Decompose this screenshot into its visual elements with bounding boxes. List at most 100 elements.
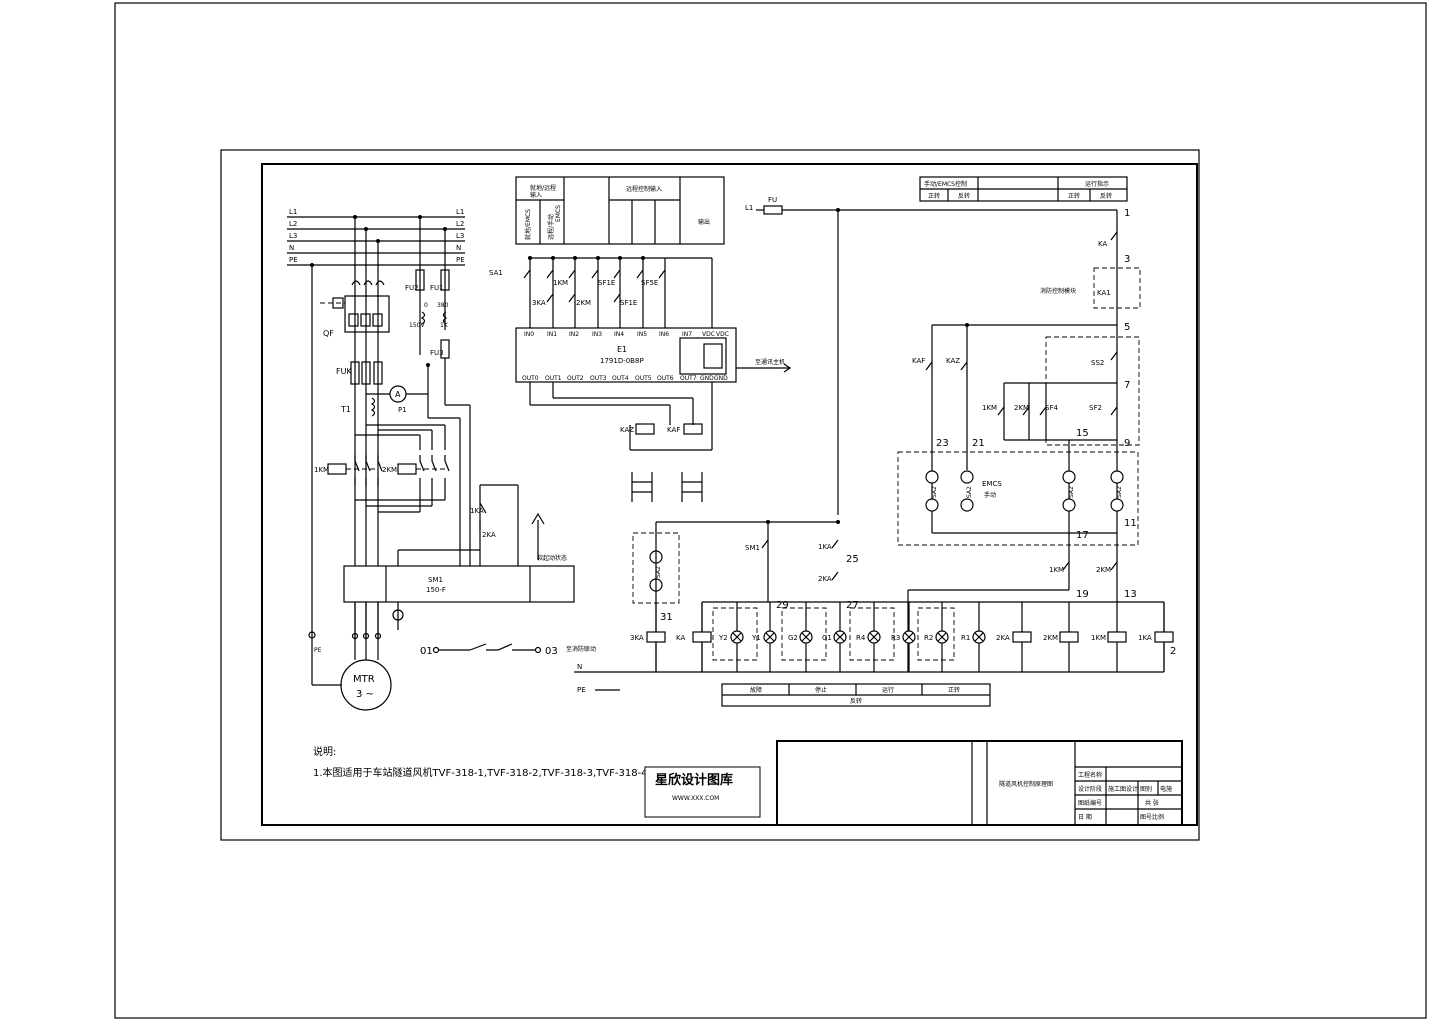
node-label: 29 — [776, 600, 789, 611]
km2-coil — [397, 463, 417, 475]
fuk-fuse-2 — [361, 361, 371, 385]
fuk-label: FUK — [336, 367, 352, 376]
ctrl-sf4-label: SF4 — [1045, 404, 1058, 412]
sa2-selector-box — [897, 451, 1139, 546]
sa2-contact-bottom — [925, 498, 939, 512]
tb-stage: 设计阶段 — [1078, 785, 1102, 793]
node-label: 11 — [1124, 518, 1137, 529]
lamp-cross — [937, 632, 947, 642]
relay-kaz-coil — [635, 423, 655, 435]
status-fwd: 正转 — [948, 686, 960, 694]
plc-comm-note: 至通讯主机 — [755, 358, 785, 366]
mains-bus: L1 L2 L3 N PE L1 L2 L3 N PE — [287, 208, 465, 267]
plc-out-port: GND — [700, 375, 714, 382]
ka2-label: 2KA — [482, 531, 496, 539]
plc-contact-2km: 2KM — [576, 299, 591, 307]
plc-section: 就地/远程 输入 远程控制输入 输出 就地/EMCS 远程/手动 EMCS SA… — [489, 176, 792, 502]
status-run: 运行 — [882, 686, 894, 694]
bus-pe-right: PE — [456, 256, 465, 264]
km1-coil — [327, 463, 347, 475]
coil-icon — [1154, 631, 1174, 643]
sa2-contact-top — [1062, 470, 1076, 484]
coil-icon — [1012, 631, 1032, 643]
lamp-group-box — [917, 607, 955, 661]
fire-module-note: 消防控制模块 — [1040, 287, 1076, 295]
plc-name: E1 — [617, 345, 627, 354]
lamp-cross — [974, 632, 984, 642]
plc-in-port: IN4 — [614, 331, 624, 338]
tb-number: 图纸编号 — [1078, 799, 1102, 807]
watermark-line1: WWW.XXX.COM — [672, 795, 719, 802]
plc-out-port: OUT7 — [680, 375, 697, 382]
plc-sub-local: 就地/EMCS — [524, 209, 532, 240]
plc-out-port: OUT2 — [567, 375, 584, 382]
tap-0: 0 — [424, 302, 428, 309]
plc-sub-emcs: EMCS — [555, 205, 562, 222]
node-label: 7 — [1124, 380, 1130, 391]
tb-sheets: 共 张 — [1145, 799, 1159, 807]
coil-label: 2KM — [1043, 634, 1058, 642]
contact-table-kaz — [631, 472, 653, 502]
ctrl-hdr-right: 运行指示 — [1085, 180, 1109, 188]
plc-out-port: OUT4 — [612, 375, 629, 382]
plc-in-port: IN1 — [547, 331, 557, 338]
lamp-label: R3 — [891, 634, 900, 642]
ctrl-fu-label: FU — [768, 196, 777, 204]
fu3-label: FU3 — [430, 349, 444, 357]
plc-in-port: IN5 — [637, 331, 647, 338]
node-label: 1 — [1124, 208, 1130, 219]
tap-150: 150V — [409, 322, 425, 329]
watermark-stamp: 星欣设计图库 WWW.XXX.COM — [644, 766, 761, 818]
plc-hdr-local: 就地/远程 — [530, 184, 556, 192]
node-label: 5 — [1124, 322, 1130, 333]
ctrl-1km-label: 1KM — [982, 404, 997, 412]
fuk-fuse-3 — [373, 361, 383, 385]
sa2-label: SA2 — [966, 486, 973, 498]
plc-contact-sf5e: SF5E — [641, 279, 658, 287]
ctrl-hdr-right-fwd: 正转 — [1068, 192, 1080, 200]
motor-icon — [340, 659, 392, 711]
fu2-label: FU2 — [405, 284, 419, 292]
sa2-contact-bottom — [1062, 498, 1076, 512]
lamp-label: Y2 — [718, 634, 728, 642]
plc-contact-sf1e-2: SF1E — [620, 299, 637, 307]
plc-module-e1 — [515, 327, 737, 383]
plc-header-table — [515, 176, 725, 245]
coil-icon — [1107, 631, 1127, 643]
plc-contact-sa1: SA1 — [489, 269, 503, 277]
coil-label: 1KM — [1091, 634, 1106, 642]
plc-in-port: VDC — [702, 331, 715, 338]
plc-out-port: OUT0 — [522, 375, 539, 382]
status-rev: 反转 — [850, 697, 862, 705]
node-label: 31 — [660, 612, 673, 623]
node-label: 23 — [936, 438, 949, 449]
node-label: 25 — [846, 554, 859, 565]
sa2-contact-bottom — [960, 498, 974, 512]
ctrl-ss2-label: SS2 — [1091, 359, 1104, 367]
node-label: 17 — [1076, 530, 1089, 541]
plc-out-port: OUT5 — [635, 375, 652, 382]
km1-label: 1KM — [314, 466, 329, 474]
node-label: 13 — [1124, 589, 1137, 600]
ctrl-fu — [763, 205, 783, 215]
lamp-cross — [801, 632, 811, 642]
motor-symbol: 3 ~ — [356, 689, 374, 700]
node-label: 21 — [972, 438, 985, 449]
lamp-cross — [869, 632, 879, 642]
node-label: 19 — [1076, 589, 1089, 600]
tb-date: 日 期 — [1078, 813, 1092, 821]
plc-in-port: IN2 — [569, 331, 579, 338]
lamp-label: G1 — [822, 634, 832, 642]
tap-1k: 1K — [440, 322, 449, 329]
ctrl-sf2-label: SF2 — [1089, 404, 1102, 412]
emcs-label: EMCS — [982, 480, 1002, 488]
lamp-cross — [904, 632, 914, 642]
notes: 说明: 1.本图适用于车站隧道风机TVF-318-1,TVF-318-2,TVF… — [313, 745, 648, 779]
relay-kaz-label: KAZ — [620, 426, 634, 434]
sa2-label: SA2 — [1116, 486, 1123, 498]
watermark-title: 星欣设计图库 — [655, 772, 733, 788]
